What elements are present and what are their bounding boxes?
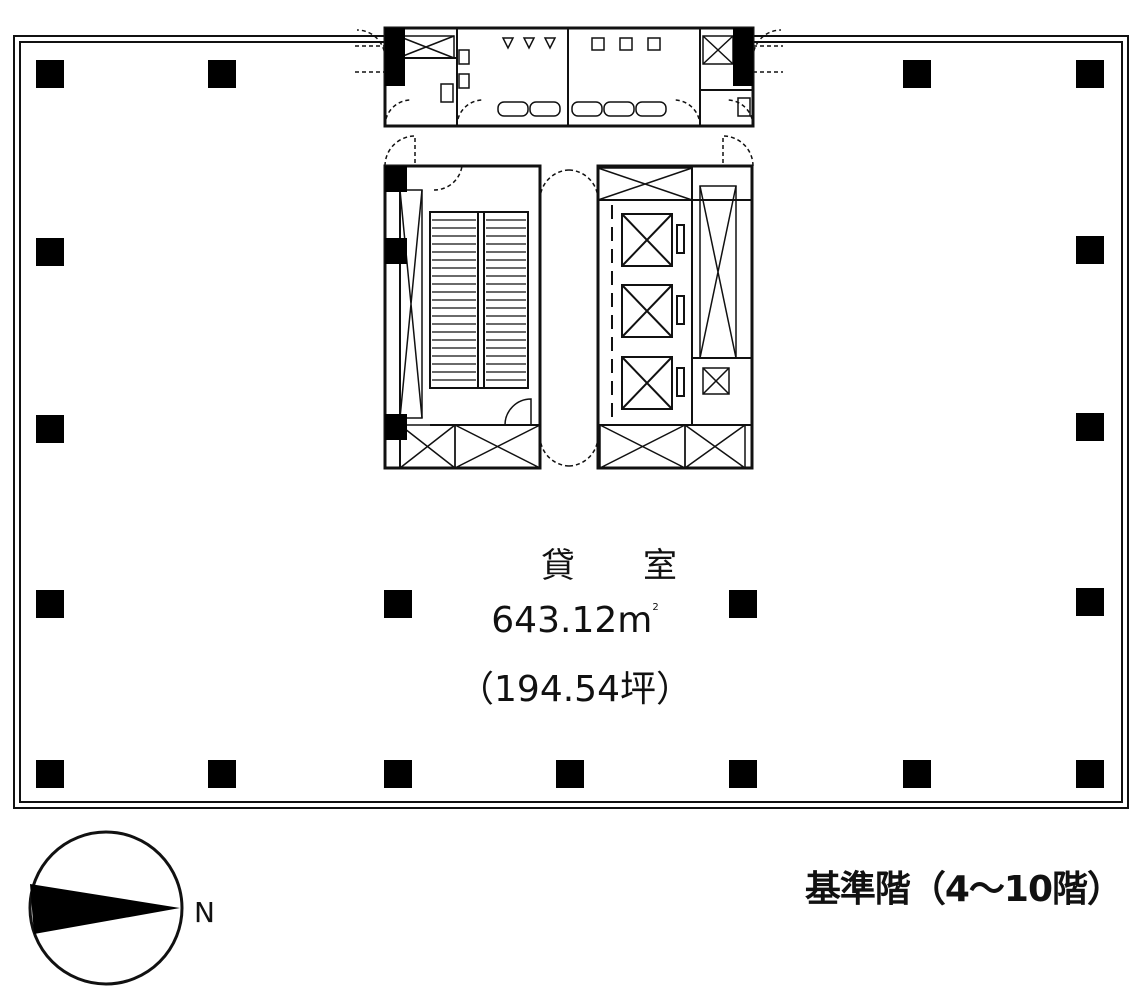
exterior-wall-outer bbox=[13, 35, 1129, 809]
room-area-sqm: 643.12m2 bbox=[455, 600, 695, 641]
column bbox=[903, 760, 931, 788]
compass-north-arrow bbox=[28, 830, 184, 986]
column bbox=[1076, 60, 1104, 88]
column bbox=[1076, 588, 1104, 616]
column bbox=[556, 760, 584, 788]
column bbox=[1076, 413, 1104, 441]
door-swings bbox=[355, 29, 783, 467]
column bbox=[36, 590, 64, 618]
stair-treads: /* treads drawn by script below */ bbox=[432, 219, 526, 381]
column bbox=[729, 760, 757, 788]
toilet-fixtures bbox=[440, 37, 751, 117]
column bbox=[733, 28, 753, 86]
column bbox=[1076, 760, 1104, 788]
area-sqm-value: 643.12m bbox=[491, 600, 653, 641]
area-sqm-unit: 2 bbox=[652, 602, 659, 613]
north-needle bbox=[30, 884, 180, 934]
column bbox=[384, 760, 412, 788]
shaft-marks bbox=[397, 35, 746, 469]
column bbox=[208, 760, 236, 788]
column bbox=[385, 166, 407, 192]
column bbox=[729, 590, 757, 618]
column bbox=[903, 60, 931, 88]
room-area-tsubo: （194.54坪） bbox=[458, 669, 692, 710]
elevator-cars bbox=[621, 213, 685, 410]
columns bbox=[36, 28, 1104, 788]
room-name: 貸室 bbox=[541, 546, 745, 586]
column bbox=[36, 415, 64, 443]
column bbox=[36, 60, 64, 88]
north-label: N bbox=[194, 896, 215, 929]
column bbox=[208, 60, 236, 88]
column bbox=[385, 238, 407, 264]
exterior-wall-inner bbox=[19, 41, 1123, 803]
column bbox=[385, 414, 407, 440]
column bbox=[1076, 236, 1104, 264]
column bbox=[36, 760, 64, 788]
floor-title: 基準階（4〜10階） bbox=[804, 869, 1123, 910]
column bbox=[385, 28, 405, 86]
column bbox=[384, 590, 412, 618]
column bbox=[36, 238, 64, 266]
